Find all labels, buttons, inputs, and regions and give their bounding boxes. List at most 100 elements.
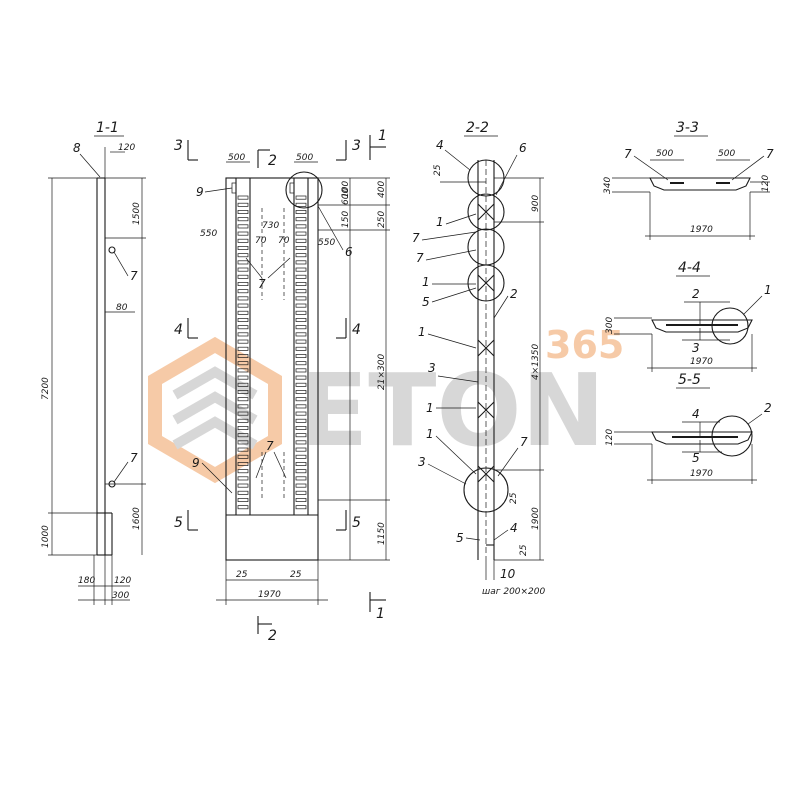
dim-d400: 400 [377,181,387,198]
rung [295,368,307,373]
rung [237,339,249,344]
cut-1-top: 1 [378,128,387,144]
rung [295,274,307,279]
rung [237,440,249,445]
rung [237,289,249,294]
section-5-5: 5-5 4 2 5 120 1970 [605,372,772,484]
section-title: 5-5 [678,372,701,388]
callout-6: 6 [519,141,527,155]
rung [295,454,307,459]
callout-2: 2 [764,401,772,415]
rung [237,476,249,481]
rung [295,217,307,222]
cut-3-right: 3 [352,138,361,154]
rung [295,346,307,351]
step-label: шаг 200×200 [482,587,546,597]
rung [295,447,307,452]
dim-d300: 300 [605,317,615,334]
rung [237,303,249,308]
crossbar-mark [477,339,495,357]
dim-d25-bot: 25 [519,544,529,556]
dim-d150: 150 [341,211,351,228]
rung [237,505,249,510]
section-title: 3-3 [676,120,699,136]
rung [295,375,307,380]
callout-7-right: 7 [766,147,774,161]
rung [237,217,249,222]
dim-pitch: 21×300 [377,354,387,390]
rung [237,418,249,423]
rung [237,375,249,380]
dim-d1150: 1150 [377,522,387,545]
crossbar-mark [477,465,495,483]
callout-4-top: 4 [436,138,444,152]
rung [237,447,249,452]
rung [237,490,249,495]
dim-seg-bottom: 1600 [132,507,142,530]
rung [237,224,249,229]
rung [237,454,249,459]
callout-7-a: 7 [412,231,420,245]
rung [237,346,249,351]
cut-2-bottom: 2 [268,628,277,644]
dim-d70b: 70 [278,236,290,246]
callout-7-upper: 7 [130,269,138,283]
rung [237,382,249,387]
rung [237,310,249,315]
dim-d1900: 1900 [531,507,541,530]
rung [295,231,307,236]
rung [237,195,249,200]
dim-d25-mid: 25 [509,492,519,504]
callout-2: 2 [510,287,518,301]
rung [295,332,307,337]
rung [295,505,307,510]
dim-bottom-width: 300 [112,591,129,601]
dim-d500-right: 500 [718,149,735,159]
dim-top-left: 500 [228,153,245,163]
section-title: 4-4 [678,260,701,276]
dim-base: 1000 [41,525,51,548]
watermark-number: 365 [545,323,624,367]
callout-2: 2 [692,287,700,301]
dim-width: 1970 [690,225,713,235]
dim-d100: 100 [341,181,351,198]
rung [295,476,307,481]
callout-7-b: 7 [416,251,424,265]
rung [295,411,307,416]
crossbar-mark [477,401,495,419]
dim-d340: 340 [603,177,613,194]
rung [295,303,307,308]
rung [295,202,307,207]
callout-5-a: 5 [422,295,430,309]
rung [295,390,307,394]
callout-1-d: 1 [426,401,434,415]
watermark-brand: ETON [300,352,605,469]
callout-5-b: 5 [456,531,464,545]
rung [295,433,307,438]
dim-d900: 900 [531,195,541,212]
rung [237,325,249,330]
dim-d25-top: 25 [433,164,443,176]
rung [237,238,249,243]
rung [295,354,307,358]
rung [295,498,307,502]
callout-4: 4 [692,407,700,421]
rung [295,469,307,474]
dim-d600: 600 [341,188,351,205]
cut-3-left: 3 [174,138,183,154]
dim-bottom-b: 120 [114,576,131,586]
dim-width: 1970 [690,469,713,479]
callout-1-c: 1 [418,325,426,339]
rung [237,354,249,358]
dim-pitch: 4×1350 [531,344,541,380]
rung [295,310,307,315]
rung [295,296,307,301]
rung [237,404,249,409]
callout-9-bottom: 9 [192,456,200,470]
dim-gap: 80 [116,303,128,313]
rung [237,253,249,258]
rung [237,411,249,416]
rungs-right [295,195,307,510]
callout-1-b: 1 [422,275,430,289]
rung [295,339,307,344]
